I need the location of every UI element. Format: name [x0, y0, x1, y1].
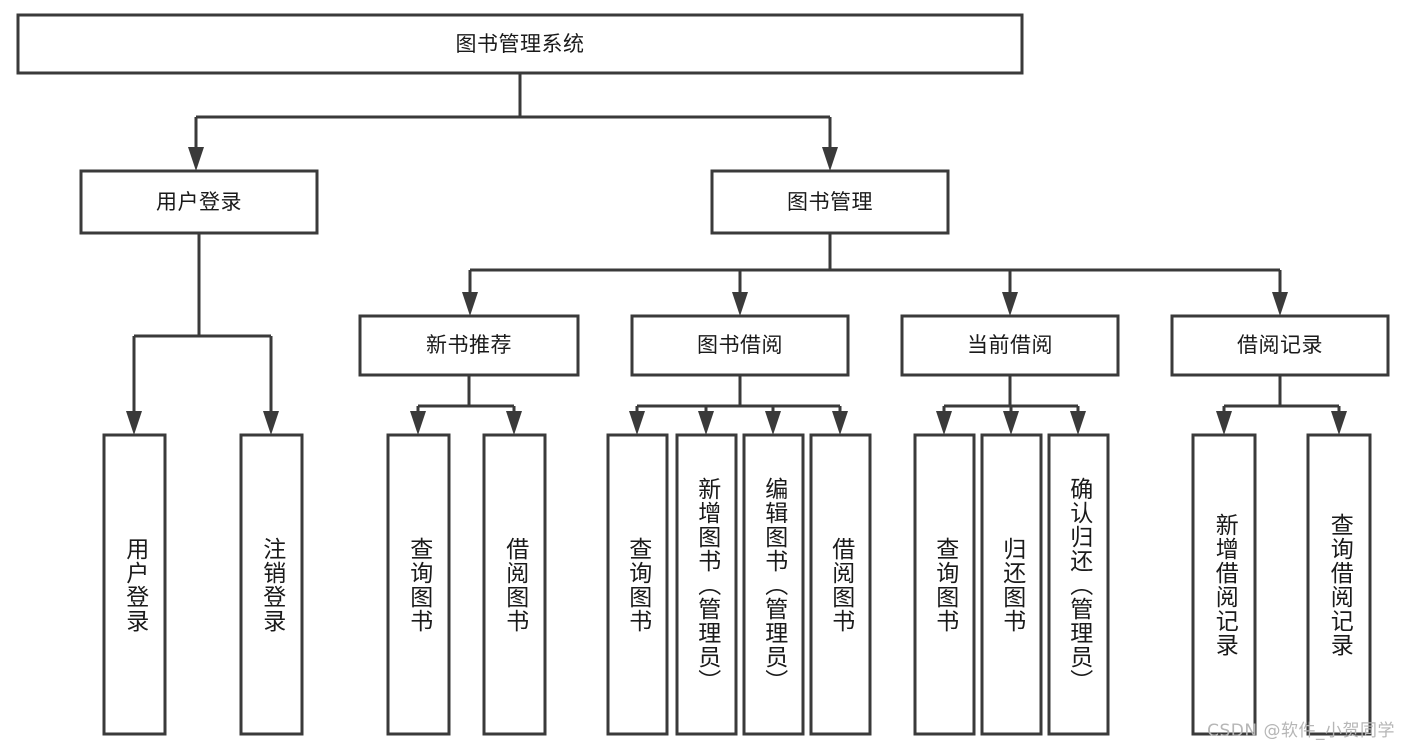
arrow-head-l2b-2 [1002, 292, 1018, 316]
node-box-lf6[interactable] [675, 433, 738, 736]
arrow-head-root-1 [822, 147, 838, 171]
node-box-lf7[interactable] [742, 433, 805, 736]
arrow-head-root-0 [188, 147, 204, 171]
node-box-lf10[interactable] [980, 433, 1043, 736]
arrow-head-l2a-1 [263, 411, 279, 435]
node-box-lf8[interactable] [809, 433, 872, 736]
node-box-l3d[interactable] [1170, 314, 1390, 377]
arrow-head-l3b-2 [765, 411, 781, 435]
arrow-head-l2a-0 [126, 411, 142, 435]
node-box-l3c[interactable] [900, 314, 1120, 377]
node-box-lf13[interactable] [1306, 433, 1372, 736]
arrow-head-l3c-0 [936, 411, 952, 435]
arrow-head-l3a-1 [506, 411, 522, 435]
arrow-head-l3b-1 [698, 411, 714, 435]
box-layer [16, 13, 1390, 736]
node-box-lf9[interactable] [913, 433, 976, 736]
arrow-head-l3b-3 [832, 411, 848, 435]
node-box-l2a[interactable] [79, 169, 319, 235]
node-box-lf4[interactable] [482, 433, 547, 736]
connector-layer [126, 73, 1347, 435]
node-box-l3b[interactable] [630, 314, 850, 377]
arrow-head-l2b-0 [462, 292, 478, 316]
node-box-lf1[interactable] [102, 433, 167, 736]
node-box-root[interactable] [16, 13, 1024, 75]
arrow-head-l3b-0 [629, 411, 645, 435]
node-box-l2b[interactable] [710, 169, 950, 235]
node-box-lf11[interactable] [1047, 433, 1110, 736]
arrow-head-l3c-1 [1003, 411, 1019, 435]
arrow-head-l3c-2 [1070, 411, 1086, 435]
node-box-lf2[interactable] [239, 433, 304, 736]
node-box-lf5[interactable] [606, 433, 669, 736]
arrow-head-l3d-0 [1216, 411, 1232, 435]
node-box-l3a[interactable] [358, 314, 580, 377]
node-box-lf12[interactable] [1191, 433, 1257, 736]
arrow-head-l3a-0 [410, 411, 426, 435]
node-box-lf3[interactable] [386, 433, 451, 736]
arrow-head-l2b-1 [732, 292, 748, 316]
arrow-head-l3d-1 [1331, 411, 1347, 435]
arrow-head-l2b-3 [1272, 292, 1288, 316]
